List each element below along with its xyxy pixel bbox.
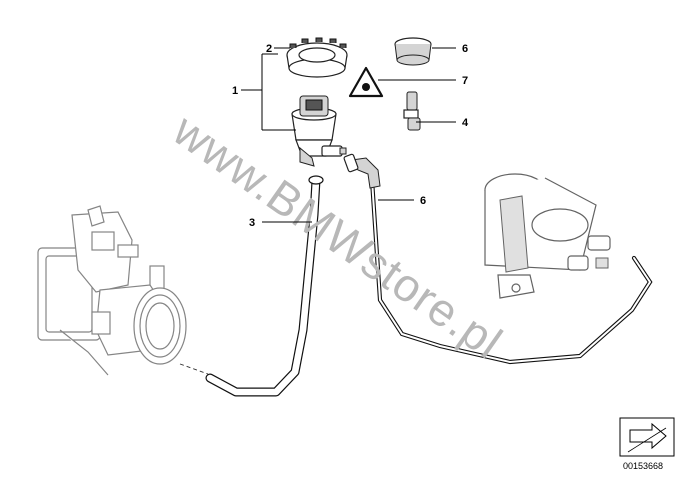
callout-6-cap: 6 (462, 43, 468, 55)
vent-line (369, 177, 653, 365)
reference-number: 00153668 (623, 461, 663, 471)
callout-7: 7 (462, 75, 468, 87)
callout-1: 1 (232, 85, 238, 97)
elbow-connector (343, 153, 381, 189)
arrow-icon (629, 422, 667, 450)
callout-2: 2 (266, 43, 272, 55)
vent-hose (205, 175, 324, 397)
watermark-text: www.BMWstore.pl (163, 103, 512, 369)
warning-label (348, 66, 384, 98)
callout-4: 4 (462, 117, 469, 129)
throttle-link-dashed-line (179, 363, 209, 375)
callout-3: 3 (249, 217, 255, 229)
throttle-body (37, 205, 187, 376)
plug (403, 91, 421, 131)
diagonal-line-icon (627, 427, 667, 453)
cap (394, 37, 432, 66)
retaining-ring (286, 37, 348, 78)
reference-box (619, 417, 675, 457)
solenoid-valve (291, 95, 347, 167)
callout-6-line: 6 (420, 195, 426, 207)
leader-lines (241, 47, 456, 223)
charcoal-canister (484, 173, 611, 299)
